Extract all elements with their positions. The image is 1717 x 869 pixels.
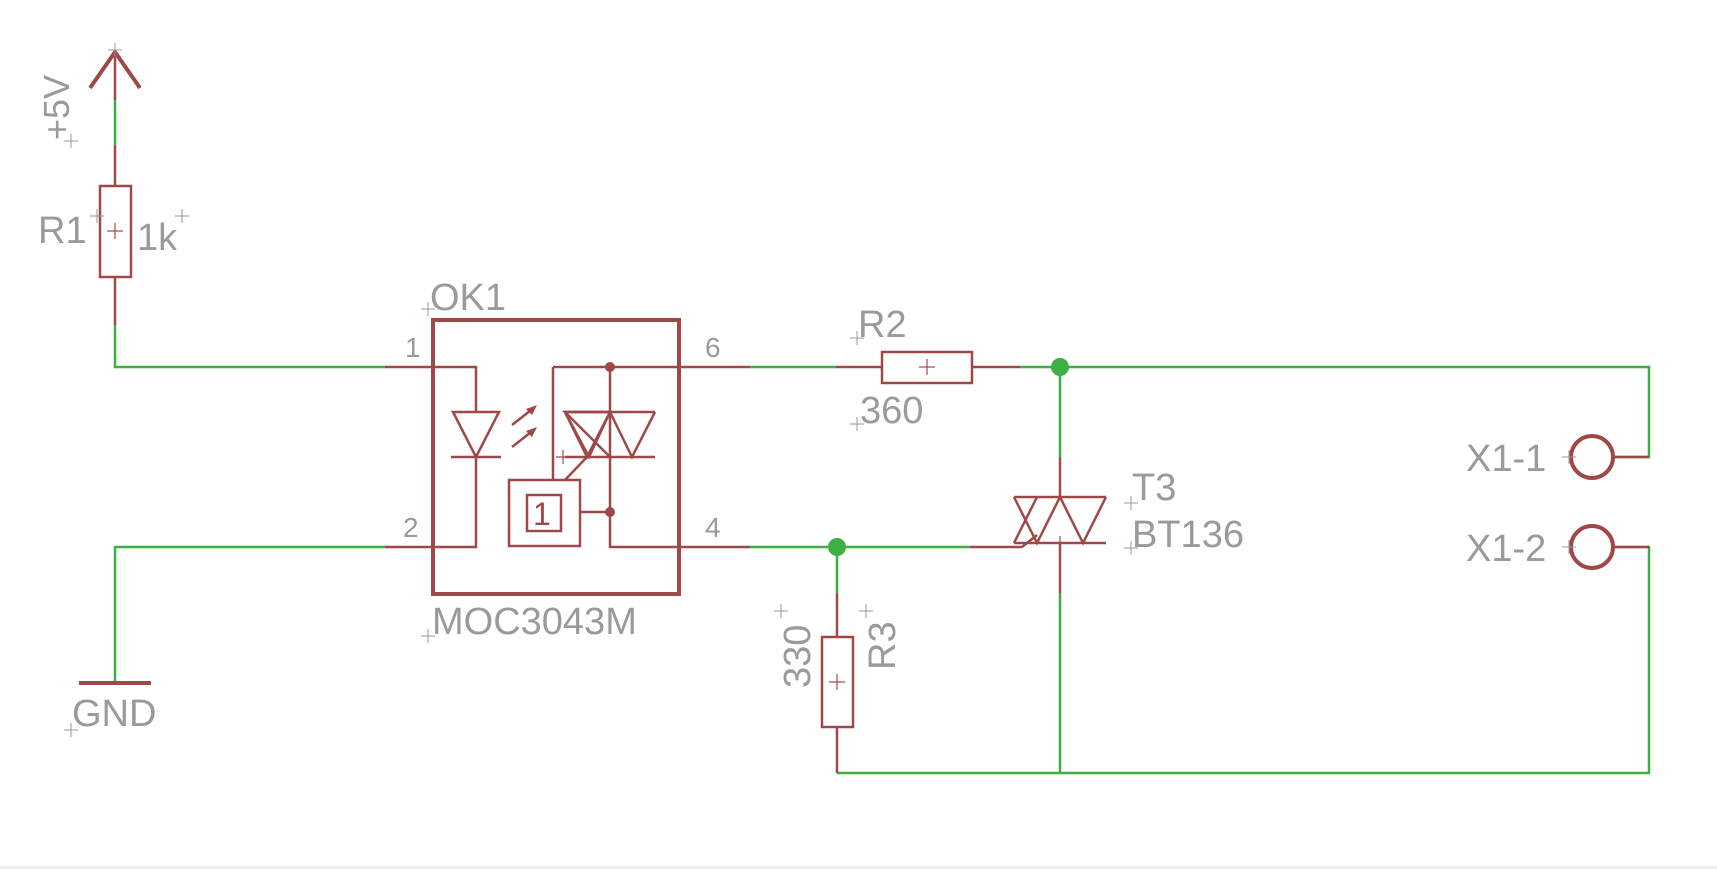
supply-label: +5V [36,75,77,140]
r2-value: 360 [860,390,923,432]
ok1-triac-icon [551,362,679,549]
r2-name: R2 [858,304,907,346]
ok1-name: OK1 [430,277,506,319]
x1-1-terminal-icon[interactable] [1569,434,1615,480]
ground-symbol[interactable]: GND [64,681,156,737]
ok1-pin4-number: 4 [705,512,721,543]
wire-gnd-ok1-pin2 [113,545,385,683]
junction-dot-r2-t3 [1051,358,1069,376]
wire-r2-x1-1 [1020,365,1651,459]
r2-body [880,350,974,385]
ground-label: GND [72,693,156,735]
ok1-zc-label: 1 [533,496,551,532]
ok1-led-icon [433,365,537,549]
resistor-r3[interactable]: 330 R3 [774,593,904,773]
ok1-package [431,318,681,596]
triac-t3[interactable]: T3 BT136 [970,457,1244,593]
t3-name: T3 [1132,467,1176,509]
r3-name: R3 [862,621,904,670]
optocoupler-ok1[interactable]: 1 2 6 4 [385,277,750,643]
ok1-pin2-number: 2 [403,512,419,543]
r3-body [820,635,855,729]
resistor-r1[interactable]: R1 1k [38,145,189,325]
ok1-part: MOC3043M [432,601,637,643]
resistor-r2[interactable]: R2 360 [836,304,1020,432]
ok1-zero-cross-block: 1 [507,478,582,548]
x1-2-label: X1-2 [1466,528,1546,570]
connector-x1[interactable]: X1-1 X1-2 [1466,434,1649,570]
ok1-pin1-number: 1 [405,332,421,363]
x1-2-terminal-icon[interactable] [1569,524,1615,570]
r1-body [98,184,133,279]
ok1-pin6-number: 6 [705,332,721,363]
r1-value: 1k [137,217,178,259]
canvas-bottom-border [0,866,1717,869]
junction-dot-gate-r3 [828,538,846,556]
wire-bottom-rail [837,545,1651,775]
t3-part: BT136 [1132,514,1244,556]
wire-r1-ok1-pin1 [113,325,385,369]
net-wires [113,100,1651,775]
r1-name: R1 [38,210,87,252]
x1-1-label: X1-1 [1466,438,1546,480]
t3-triac-icon [1012,494,1108,546]
r3-value: 330 [777,625,819,688]
supply-5v[interactable]: +5V [36,43,142,148]
